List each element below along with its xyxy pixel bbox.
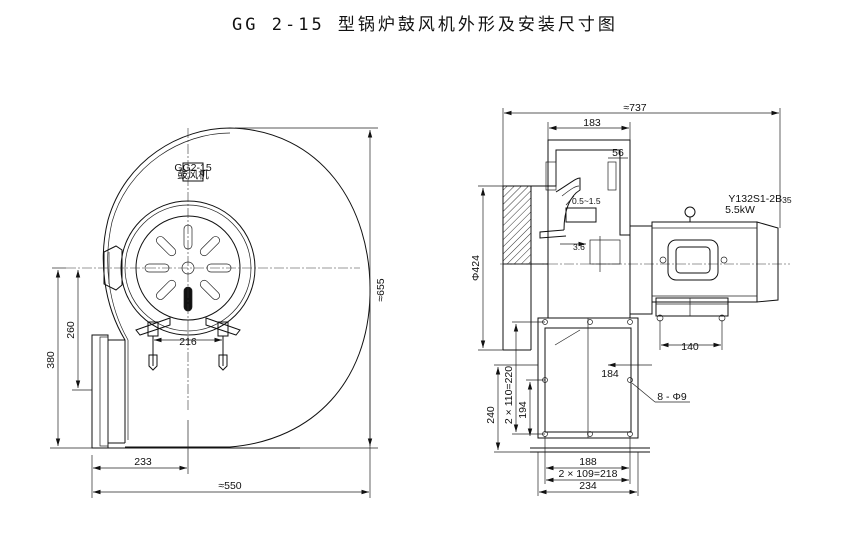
dim-w-234: 234 — [579, 480, 597, 492]
dim-motor-140: 140 — [681, 341, 699, 353]
dim-foot-spacing: 216 — [179, 336, 197, 348]
dim-outlet-center: 260 — [65, 321, 77, 339]
motor-model: Y132S1-2B35 — [728, 193, 791, 205]
volute-casing — [102, 127, 371, 448]
dim-outlet-offset: 233 — [134, 456, 152, 468]
mounting-feet — [135, 317, 241, 371]
dim-w-188: 188 — [579, 456, 597, 468]
dim-top-183: 183 — [583, 117, 601, 129]
dim-length-total: ≈737 — [623, 102, 646, 114]
dim-width-total: ≈550 — [218, 480, 241, 492]
dim-gap: 0.5~1.5 — [572, 196, 601, 206]
dim-w-2x109: 2 × 109=218 — [559, 468, 618, 480]
page-title: GG 2-15 型锅炉鼓风机外形及安装尺寸图 — [232, 15, 618, 35]
nameplate — [182, 162, 204, 182]
dim-gap-36: 3.6 — [573, 242, 585, 252]
dim-dia-inlet: Φ424 — [470, 255, 482, 281]
nameplate-line1: GG2-15 — [174, 162, 212, 174]
dim-h-240: 240 — [485, 406, 497, 424]
dim-holes: 8 - Φ9 — [657, 391, 687, 403]
dim-base-184: 184 — [601, 368, 619, 380]
motor — [629, 206, 779, 322]
front-view: GG2-15 鼓风机 233 ≈550 ≈655 380 260 216 — [45, 127, 387, 498]
dim-outlet-height: 380 — [45, 351, 57, 369]
dim-top-56: 56 — [612, 147, 624, 159]
dim-h-194: 194 — [517, 401, 529, 419]
nameplate-line2: 鼓风机 — [177, 168, 209, 181]
inlet-insulation — [502, 185, 532, 265]
dim-height-total: ≈655 — [375, 278, 387, 301]
side-view: Y132S1-2B35 5.5kW ≈737 183 — [470, 102, 792, 496]
base-frame — [530, 317, 650, 453]
motor-power: 5.5kW — [725, 204, 755, 216]
side-casing — [547, 139, 631, 236]
dim-h-2x110: 2 × 110=220 — [503, 366, 515, 424]
